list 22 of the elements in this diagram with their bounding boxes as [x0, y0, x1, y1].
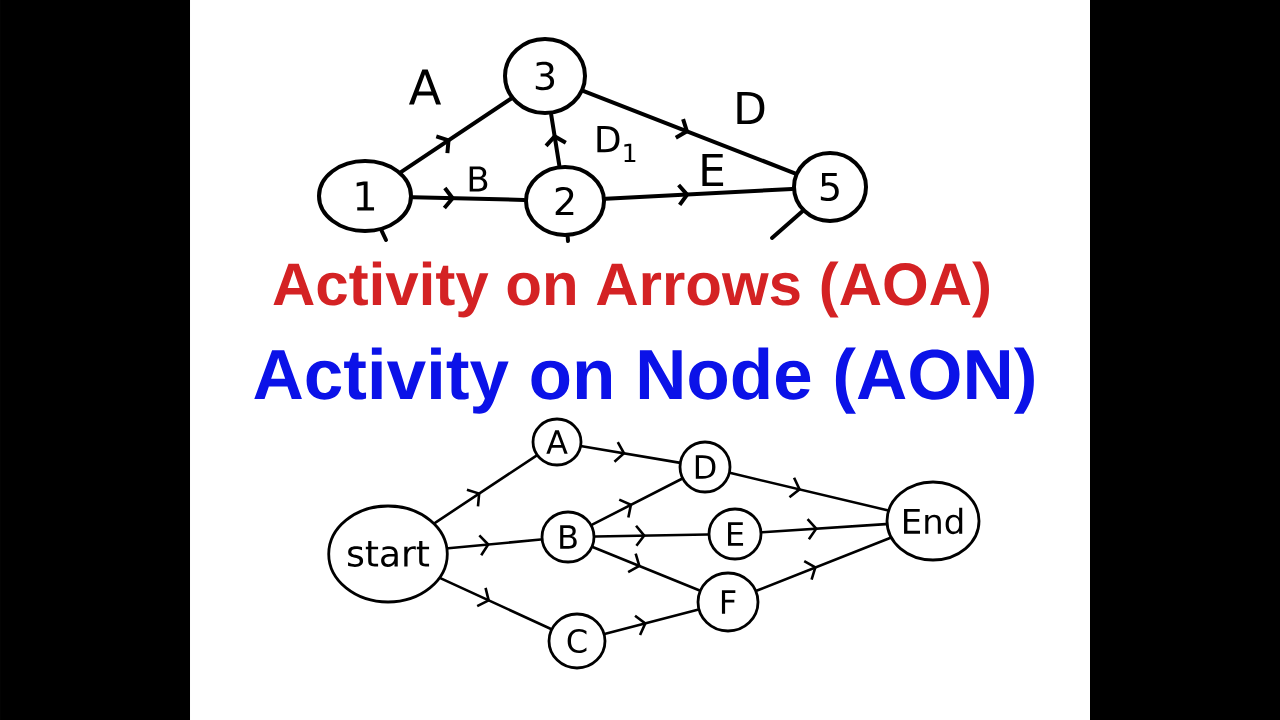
line	[770, 209, 805, 240]
circle-node: 3	[503, 37, 587, 115]
circle-node: C	[547, 612, 607, 670]
oval-node: End	[885, 480, 981, 562]
circle-node: F	[696, 571, 760, 633]
edge-label: E	[696, 152, 728, 188]
circle-node: E	[707, 507, 763, 561]
circle-node: D	[678, 440, 732, 494]
edge-label: A	[407, 68, 443, 106]
circle-node: 5	[792, 151, 868, 223]
circle-node: 2	[524, 165, 606, 237]
circle-node: A	[531, 417, 583, 467]
circle-node: 1	[317, 159, 413, 233]
edge-label: D$_{1}$	[592, 124, 640, 164]
line	[379, 228, 388, 242]
line	[565, 234, 570, 243]
edge-label: B	[464, 165, 492, 193]
oval-node: start	[327, 504, 449, 604]
edge-label: D	[731, 90, 769, 126]
heading: Activity on Arrows (AOA)	[273, 261, 989, 318]
circle-node: B	[540, 510, 596, 564]
heading: Activity on Node (AON)	[254, 347, 1034, 414]
